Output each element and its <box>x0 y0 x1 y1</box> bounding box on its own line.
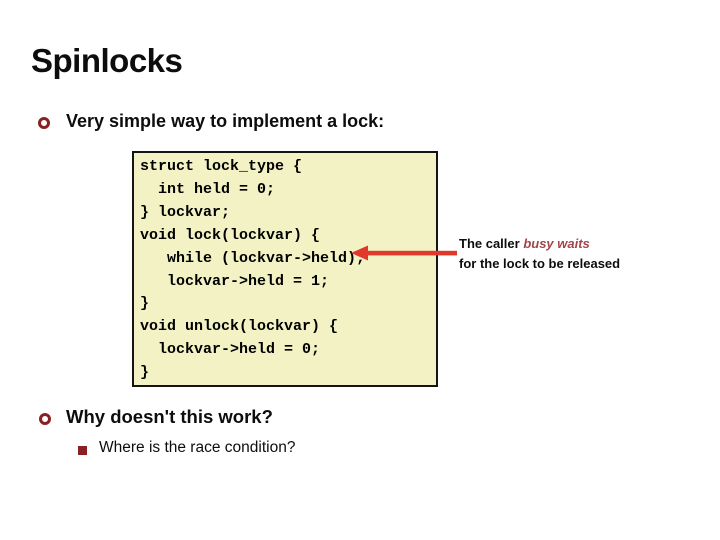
bullet-square-icon <box>78 446 87 455</box>
annotation-prefix: The caller <box>459 236 524 251</box>
busy-wait-arrow-icon <box>351 245 457 261</box>
annotation-highlight: busy waits <box>523 236 590 251</box>
bullet-circle-icon <box>38 117 50 129</box>
code-line: int held = 0; <box>140 180 276 198</box>
code-line: while (lockvar->held); <box>140 249 366 267</box>
busy-wait-annotation: The caller busy waits for the lock to be… <box>459 234 620 274</box>
code-line: } <box>140 295 150 313</box>
sub-bullet-race-condition: Where is the race condition? <box>99 439 296 456</box>
bullet-why-doesnt-work: Why doesn't this work? <box>66 406 273 427</box>
slide-title: Spinlocks <box>31 42 183 79</box>
annotation-line1: The caller busy waits <box>459 234 620 254</box>
code-line: struct lock_type { <box>140 158 303 175</box>
code-line: lockvar->held = 0; <box>140 341 321 359</box>
code-line: } <box>140 364 150 382</box>
bullet-circle-icon <box>39 413 51 425</box>
code-line: void lock(lockvar) { <box>140 226 321 244</box>
code-line: lockvar->held = 1; <box>140 272 330 290</box>
code-line: void unlock(lockvar) { <box>140 318 339 336</box>
bullet-simple-lock: Very simple way to implement a lock: <box>66 111 385 131</box>
annotation-line2: for the lock to be released <box>459 256 621 271</box>
code-line: } lockvar; <box>140 203 231 221</box>
code-block: struct lock_type { int held = 0; } lockv… <box>132 151 438 387</box>
